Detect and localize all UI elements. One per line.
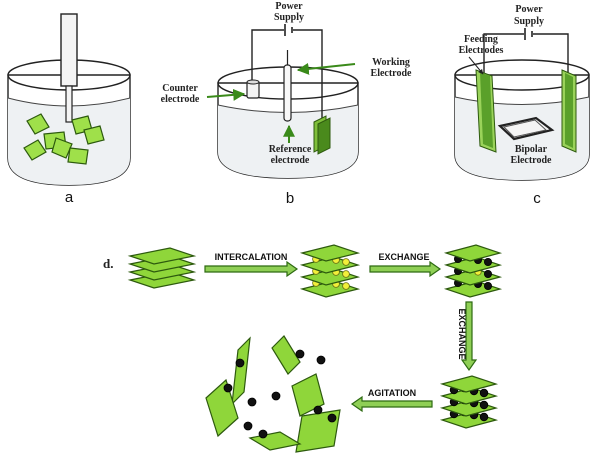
arrow-exchange-1 — [369, 260, 442, 278]
power-supply-c-label-line2: Supply — [514, 16, 544, 27]
panel-d-label: d. — [103, 256, 113, 271]
graphite-stack-expanded — [439, 375, 499, 429]
graphite-stack-exchanged — [443, 244, 503, 298]
bipolar-electrode-label-line2: Electrode — [511, 155, 552, 166]
panel-b-label: b — [286, 190, 294, 207]
panel-a-label: a — [65, 189, 74, 206]
step-exchange-1-label: EXCHANGE — [378, 252, 429, 262]
power-supply-c-circuit — [483, 28, 569, 76]
ion-particle — [243, 421, 253, 431]
reference-electrode — [283, 50, 292, 122]
reference-electrode-label-line2: electrode — [271, 155, 310, 166]
feeding-electrodes-label-line1: Feeding — [464, 34, 498, 45]
graphite-flakes-a — [23, 113, 105, 165]
arrow-agitation — [350, 395, 433, 413]
bipolar-electrode-label-line1: Bipolar — [515, 144, 548, 155]
graphene-flake — [248, 431, 302, 451]
graphene-flake — [231, 336, 251, 406]
arrow-exchange-2 — [460, 301, 478, 372]
panel-c-label: c — [533, 190, 541, 207]
working-electrode — [313, 115, 331, 155]
power-supply-b-label-line2: Supply — [274, 12, 304, 23]
feeding-electrode-right — [561, 69, 577, 153]
ion-particle — [313, 405, 323, 415]
ion-particle — [271, 391, 281, 401]
step-exchange-2-label: EXCHANGE — [457, 308, 467, 359]
step-agitation-label: AGITATION — [368, 388, 416, 398]
reference-electrode-label-line1: Reference — [269, 144, 312, 155]
arrow-intercalation — [204, 260, 299, 278]
counter-electrode-label-line1: Counter — [162, 83, 198, 94]
ion-particle — [223, 383, 233, 393]
ion-particle — [258, 429, 268, 439]
exfoliated-graphene — [205, 335, 341, 453]
power-supply-b-label-line1: Power — [275, 1, 303, 12]
graphite-stack-pristine — [127, 247, 197, 289]
power-supply-b-circuit — [251, 24, 323, 126]
graphene-flake — [205, 378, 239, 438]
ion-particle — [316, 355, 326, 365]
graphite-stack-intercalated — [299, 244, 361, 298]
counter-electrode — [246, 79, 260, 99]
panel-a: a — [7, 13, 131, 206]
counter-electrode-label-line2: electrode — [161, 94, 200, 105]
panel-d: d. INTERCALATION — [103, 244, 503, 453]
working-electrode-label-line1: Working — [372, 57, 410, 68]
step-intercalation-label: INTERCALATION — [215, 252, 288, 262]
working-electrode-label-line2: Electrode — [371, 68, 412, 79]
graphene-flake — [271, 335, 301, 375]
ion-particle — [295, 349, 305, 359]
panel-c: Power Supply Feeding Electrodes Bipolar … — [454, 4, 590, 207]
ion-particle — [235, 358, 245, 368]
feeding-electrodes-label-line2: Electrodes — [459, 45, 504, 56]
feeding-electrode-left — [475, 69, 497, 153]
bipolar-electrode — [497, 116, 555, 141]
probe-a — [60, 13, 78, 123]
panel-b: Power Supply Counter electrode Working E… — [161, 1, 412, 207]
ion-particle — [247, 397, 257, 407]
graphene-flake — [291, 373, 325, 417]
power-supply-c-label-line1: Power — [515, 4, 543, 15]
ion-particle — [327, 413, 337, 423]
